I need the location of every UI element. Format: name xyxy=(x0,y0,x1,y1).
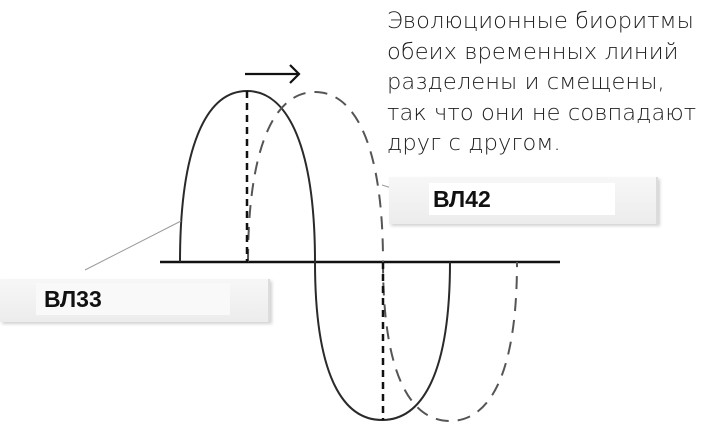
label-vl42: ВЛ42 xyxy=(429,183,615,215)
caption-line: разделены и смещены, xyxy=(387,69,665,95)
caption-text: Эволюционные биоритмы обеих временных ли… xyxy=(387,6,707,159)
right-arrow-icon xyxy=(245,64,301,84)
label-vl33: ВЛ33 xyxy=(36,283,230,315)
leader-line-vl33 xyxy=(84,220,182,271)
label-box-vl33: ВЛ33 xyxy=(0,279,270,322)
label-box-vl42: ВЛ42 xyxy=(389,177,658,224)
caption-line: так что они не совпадают xyxy=(387,99,697,126)
caption-line: Эволюционные биоритмы xyxy=(387,8,694,34)
solid-wave-vl33 xyxy=(179,89,451,422)
caption-line: обеих временных линий xyxy=(387,38,679,65)
caption-line: друг с другом. xyxy=(387,130,561,156)
